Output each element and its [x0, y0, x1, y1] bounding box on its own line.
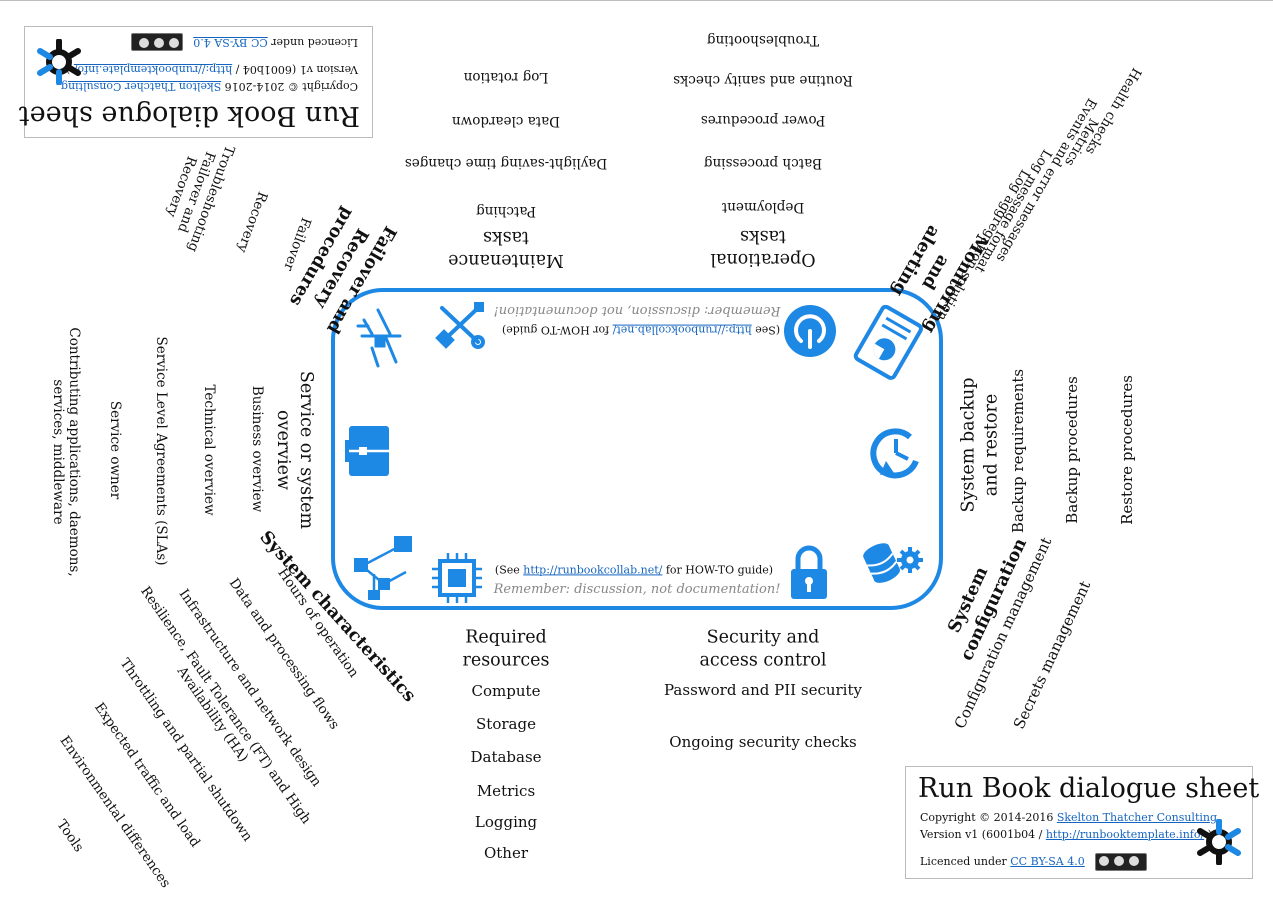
characteristics-item-tools: Tools	[53, 816, 87, 856]
backup-heading: System backup and restore	[958, 377, 1001, 513]
copyright-link-flipped[interactable]: Skelton Thatcher Consulting	[60, 80, 222, 93]
copyright-line-flipped: Copyright © 2014-2016 Skelton Thatcher C…	[60, 80, 358, 93]
resource-item-metrics: Metrics	[476, 782, 536, 800]
remember-note: Remember: discussion, not documentation!	[493, 582, 781, 598]
licence-line: Licenced under CC BY-SA 4.0	[920, 853, 1148, 871]
operational-item-troubleshooting: Troubleshooting	[706, 32, 820, 49]
network-diagram-icon	[354, 536, 412, 600]
service-item-technical: Technical overview	[201, 384, 218, 516]
howto-note-flipped: (See http://runbookcollab.net/ for HOW-T…	[501, 323, 781, 337]
operational-item-deployment: Deployment	[721, 199, 805, 216]
clock-refresh-icon	[870, 428, 919, 479]
monitoring-item-log-format: Log message format	[971, 146, 1055, 276]
tools-icon	[435, 302, 485, 349]
operational-item-batch: Batch processing	[703, 155, 823, 172]
resource-item-compute: Compute	[471, 682, 541, 700]
service-item-sla: Service Level Agreements (SLAs)	[153, 336, 170, 566]
copyright-link[interactable]: Skelton Thatcher Consulting	[1056, 811, 1218, 824]
padlock-icon	[791, 545, 827, 599]
version-link-flipped[interactable]: http://runbooktemplate.info/	[73, 63, 233, 76]
required-resources-heading: Required resources	[462, 627, 550, 670]
resource-item-database: Database	[470, 748, 542, 766]
licence-line-flipped: Licenced under CC BY-SA 4.0	[130, 33, 358, 51]
info-box: Run Book dialogue sheet Copyright © 2014…	[905, 766, 1259, 879]
logo-icon	[1197, 819, 1241, 865]
top-border	[0, 0, 1273, 1]
monitor-alert-icon	[356, 308, 402, 368]
remember-note-flipped: Remember: discussion, not documentation!	[493, 302, 781, 318]
database-gear-icon	[863, 543, 923, 583]
licence-link[interactable]: CC BY-SA 4.0	[1010, 855, 1085, 868]
backup-item-restore: Restore procedures	[1118, 375, 1136, 525]
characteristics-item-traffic: Expected traffic and load	[91, 699, 204, 851]
version-line-flipped: Version v1 (6001b04 / http://runbooktemp…	[66, 63, 358, 76]
central-frame	[331, 288, 943, 610]
maintenance-item-dst: Daylight-saving time changes	[404, 155, 608, 172]
version-link[interactable]: http://runbooktemplate.info/	[1045, 828, 1205, 841]
characteristics-item-environmental: Environmental differences	[56, 733, 174, 891]
copyright-line: Copyright © 2014-2016 Skelton Thatcher C…	[920, 811, 1218, 824]
info-box-flipped: Run Book dialogue sheet Copyright © 2014…	[19, 26, 373, 138]
backup-item-procedures: Backup procedures	[1063, 376, 1081, 524]
howto-link[interactable]: http://runbookcollab.net/	[523, 563, 663, 577]
maintenance-item-log-rotation: Log rotation	[463, 69, 549, 86]
licence-link-flipped[interactable]: CC BY-SA 4.0	[193, 36, 268, 49]
operational-item-routine: Routine and sanity checks	[673, 72, 853, 89]
failover-item-recovery: Recovery	[233, 189, 271, 255]
service-item-owner: Service owner	[107, 400, 124, 500]
failover-item-troubleshooting: Troubleshooting Failover and Recovery	[162, 143, 238, 255]
howto-note: (See http://runbookcollab.net/ for HOW-T…	[494, 563, 774, 577]
security-heading: Security and access control	[699, 627, 827, 670]
maintenance-item-patching: Patching	[476, 203, 536, 220]
sheet-title: Run Book dialogue sheet	[918, 773, 1260, 804]
briefcase-icon	[345, 426, 389, 476]
maintenance-heading: Maintenance tasks	[448, 227, 564, 270]
maintenance-item-cleardown: Data cleardown	[451, 113, 561, 130]
service-item-contributing: Contributing applications, daemons, serv…	[50, 327, 83, 577]
service-item-business: Business overview	[249, 385, 266, 513]
chart-document-icon	[853, 304, 923, 380]
operational-item-power: Power procedures	[700, 112, 826, 129]
resource-item-storage: Storage	[476, 715, 536, 733]
operational-heading: Operational tasks	[710, 226, 816, 269]
resource-item-logging: Logging	[474, 813, 538, 831]
sheet-title-flipped: Run Book dialogue sheet	[18, 100, 360, 131]
backup-item-requirements: Backup requirements	[1009, 368, 1027, 534]
cc-badge-icon-flipped	[130, 33, 183, 51]
security-item-password: Password and PII security	[664, 681, 862, 699]
service-overview-heading: Service or system overview	[273, 370, 316, 530]
howto-link-flipped[interactable]: http://runbookcollab.net/	[612, 323, 752, 337]
version-line: Version v1 (6001b04 / http://runbooktemp…	[920, 828, 1212, 841]
cc-badge-icon	[1095, 853, 1148, 871]
logo-icon-flipped	[37, 39, 81, 85]
power-icon	[784, 305, 836, 357]
security-item-ongoing: Ongoing security checks	[669, 733, 857, 751]
resource-item-other: Other	[483, 844, 529, 862]
cpu-chip-icon	[432, 553, 482, 603]
